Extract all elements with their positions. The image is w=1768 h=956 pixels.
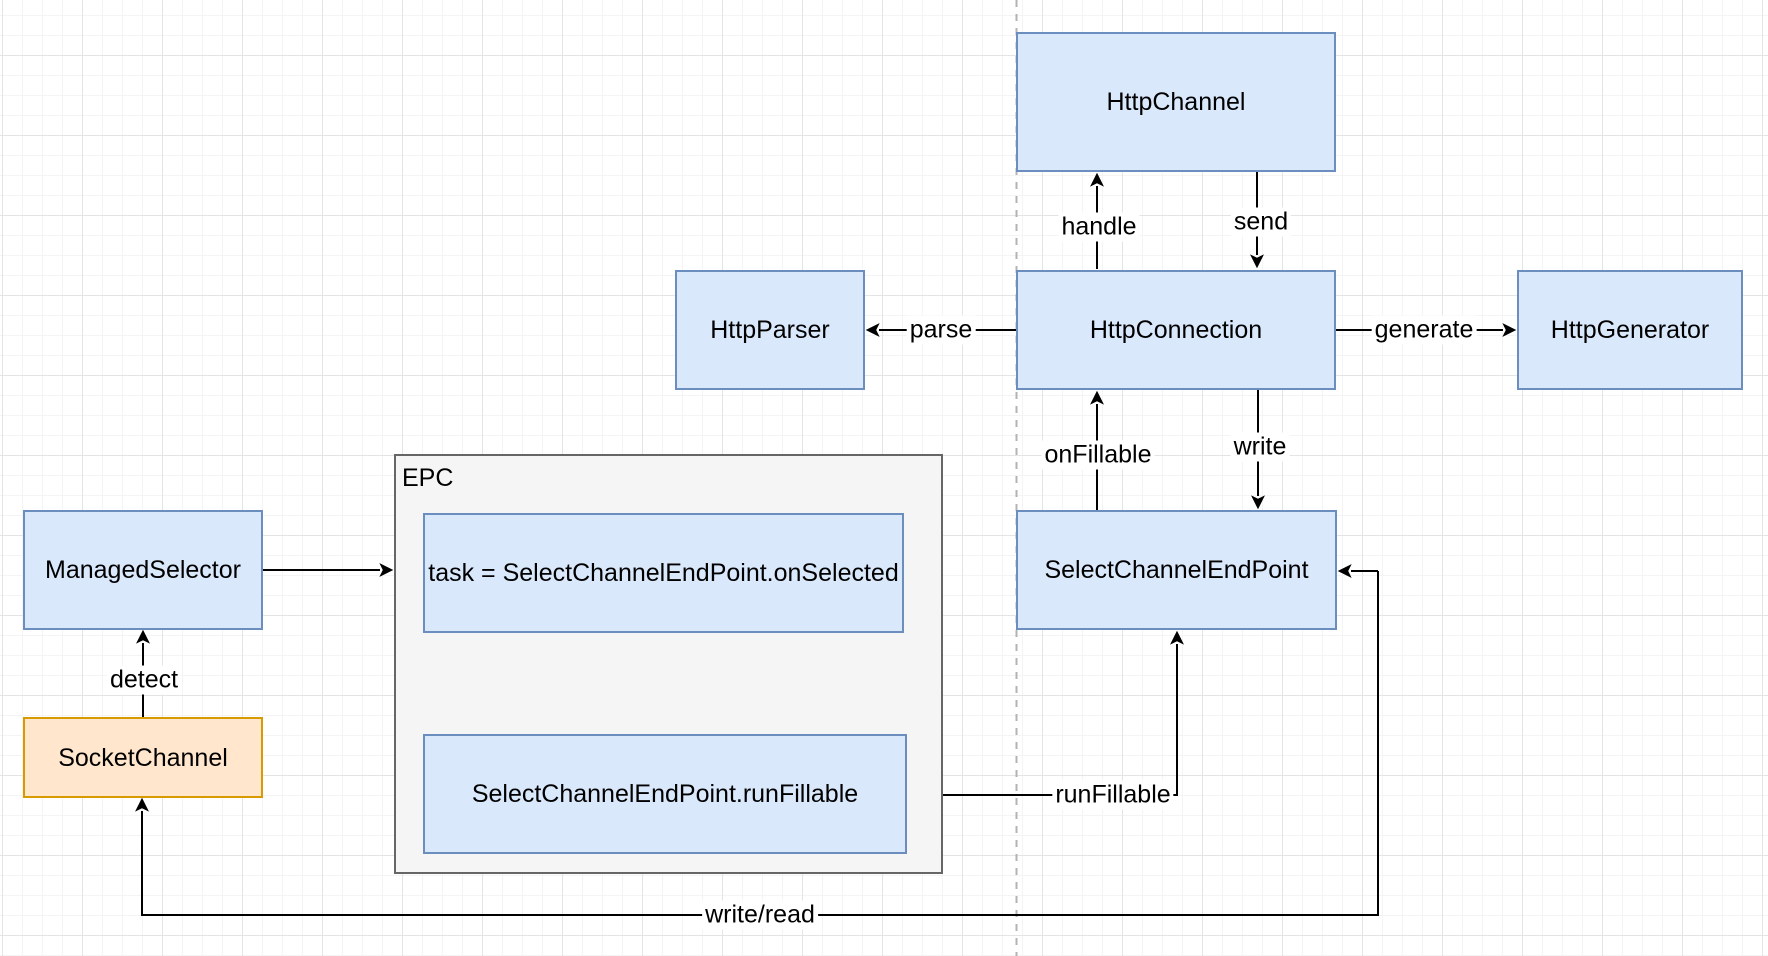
epc-container-label: EPC [402, 464, 454, 492]
node-http-generator-label: HttpGenerator [1550, 316, 1710, 344]
edge-label-send: send [1230, 207, 1292, 237]
node-managed-selector: ManagedSelector [23, 510, 263, 630]
node-select-channel-endpoint-label: SelectChannelEndPoint [1044, 556, 1309, 584]
edge-label-write: write [1230, 432, 1290, 462]
edge-label-on-fillable: onFillable [1041, 440, 1155, 470]
node-http-generator: HttpGenerator [1517, 270, 1743, 390]
node-task-on-selected: task = SelectChannelEndPoint.onSelected [423, 513, 904, 633]
node-managed-selector-label: ManagedSelector [45, 556, 241, 584]
node-socket-channel-label: SocketChannel [58, 743, 228, 772]
node-http-parser: HttpParser [675, 270, 865, 390]
edge-label-write-read: write/read [702, 900, 818, 930]
node-http-connection: HttpConnection [1016, 270, 1336, 390]
node-http-channel-label: HttpChannel [1106, 88, 1246, 116]
node-http-channel: HttpChannel [1016, 32, 1336, 172]
node-http-parser-label: HttpParser [710, 316, 830, 344]
node-select-channel-endpoint: SelectChannelEndPoint [1016, 510, 1337, 630]
node-socket-channel: SocketChannel [23, 717, 263, 798]
edge-label-detect: detect [106, 665, 182, 695]
edge-label-handle: handle [1058, 212, 1140, 242]
node-run-fillable: SelectChannelEndPoint.runFillable [423, 734, 907, 854]
node-task-on-selected-label: task = SelectChannelEndPoint.onSelected [428, 559, 899, 587]
edge-run-fillable [907, 630, 1184, 796]
edge-label-run-fillable: runFillable [1052, 780, 1174, 810]
edge-label-parse: parse [906, 315, 976, 345]
edge-label-generate: generate [1371, 315, 1477, 345]
node-http-connection-label: HttpConnection [1089, 316, 1263, 344]
node-run-fillable-label: SelectChannelEndPoint.runFillable [471, 780, 859, 808]
